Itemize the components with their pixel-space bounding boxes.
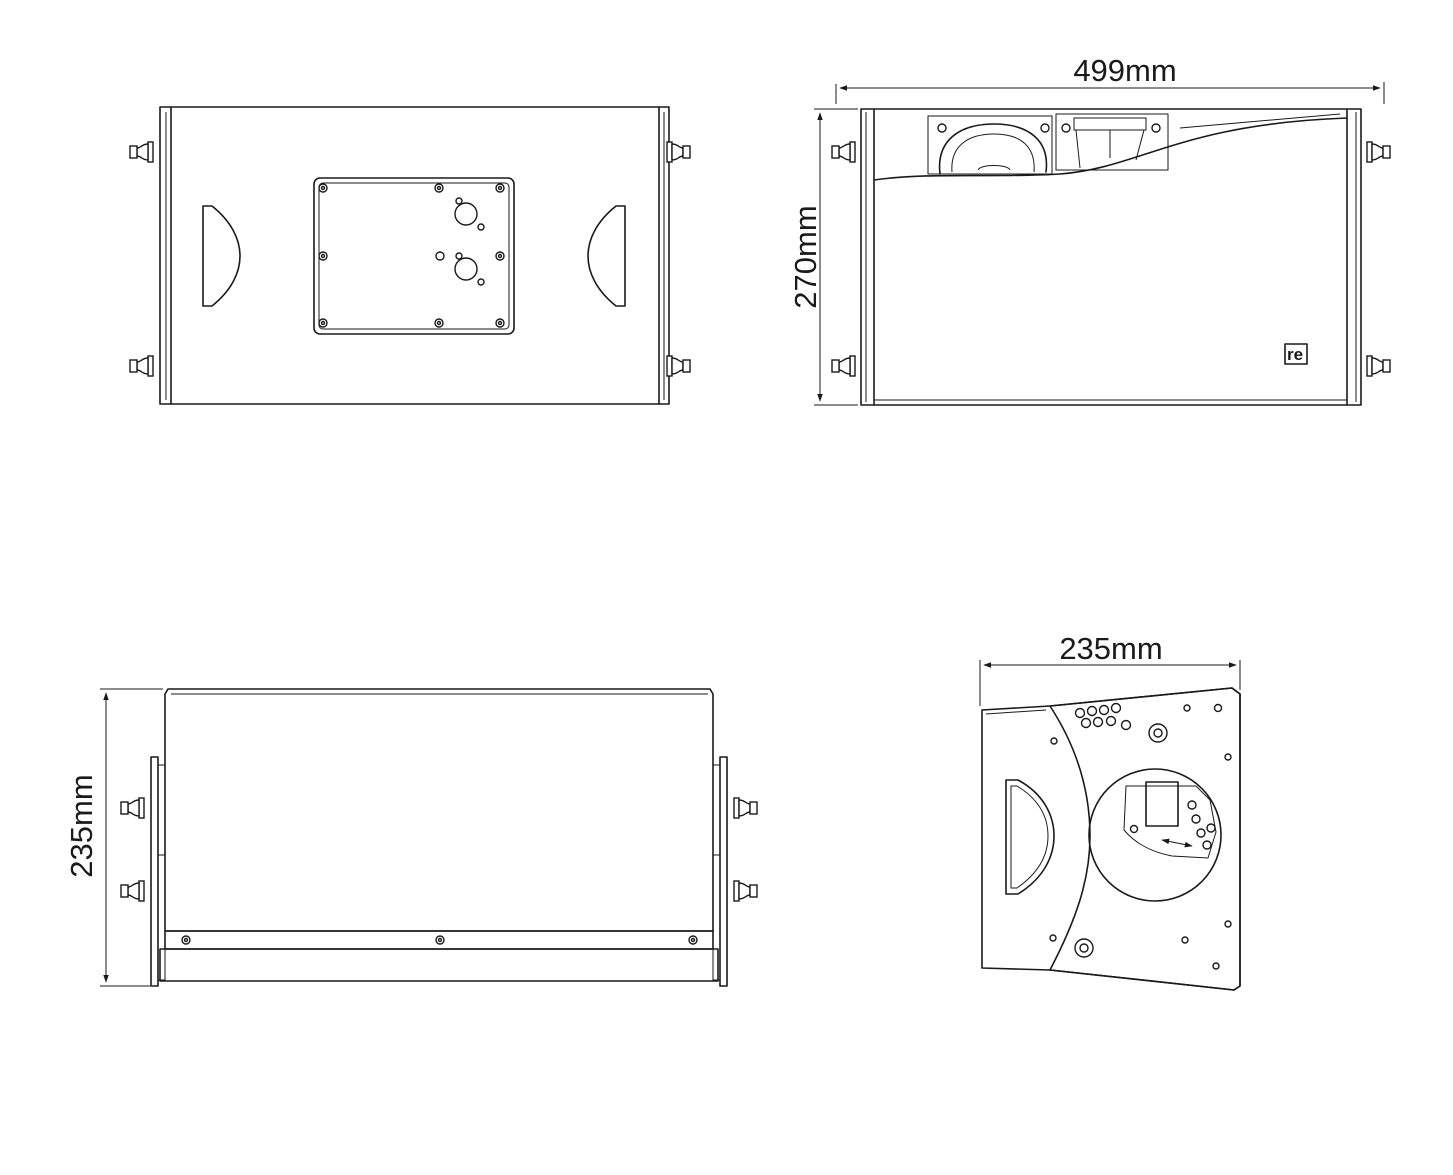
grille-cutaway [873,117,1348,181]
top-view: 235mm [64,688,758,987]
plate-screws [318,183,505,328]
pin-lock-icon [1148,723,1168,743]
dimension-height: 270mm [788,108,858,406]
side-cabinet-outline [981,687,1241,991]
handle-right [587,205,626,307]
angle-disc [1088,768,1222,902]
dimension-side-depth: 235mm [979,631,1241,706]
dimension-height-label: 270mm [788,205,823,308]
top-cabinet-outline [164,688,714,932]
rear-cabinet-outline [159,106,670,405]
rigging-pin-icon [120,880,145,902]
dimension-width: 499mm [835,53,1385,104]
rigging-pin-icon [1366,355,1391,377]
rigging-pin-icon [831,141,856,163]
side-view: 235mm [979,631,1241,991]
rigging-pin-icon [120,797,145,819]
dimension-width-label: 499mm [1073,53,1176,88]
rigging-pin-icon [1366,141,1391,163]
rigging-pin-icon [129,141,154,163]
rigging-pin-icon [666,141,691,163]
rigging-pin-icon [666,355,691,377]
rigging-pin-icon [733,797,758,819]
front-view: re 499mm 270mm [788,53,1391,406]
side-handle [1005,779,1055,895]
dimension-depth-label: 235mm [64,774,99,877]
rigging-pin-icon [733,880,758,902]
svg-text:re: re [1287,345,1303,364]
front-cabinet-outline [860,108,1362,406]
handle-left [202,205,241,307]
pin-lock-icon [1074,938,1094,958]
connector-output-icon [454,252,485,286]
rigging-pin-icon [831,355,856,377]
dimension-depth: 235mm [64,688,163,987]
rigging-side-plate [1049,687,1241,991]
angle-holes [1049,702,1232,970]
dimension-side-depth-label: 235mm [1059,631,1162,666]
woofer-icon [927,115,1053,175]
connector-input-icon [454,197,485,231]
connector-plate [313,177,515,335]
rear-view [129,106,691,405]
rotate-arrow-icon [1161,838,1193,848]
rigging-pin-icon [129,355,154,377]
brand-logo: re [1284,343,1308,365]
horn-icon [1055,113,1169,171]
